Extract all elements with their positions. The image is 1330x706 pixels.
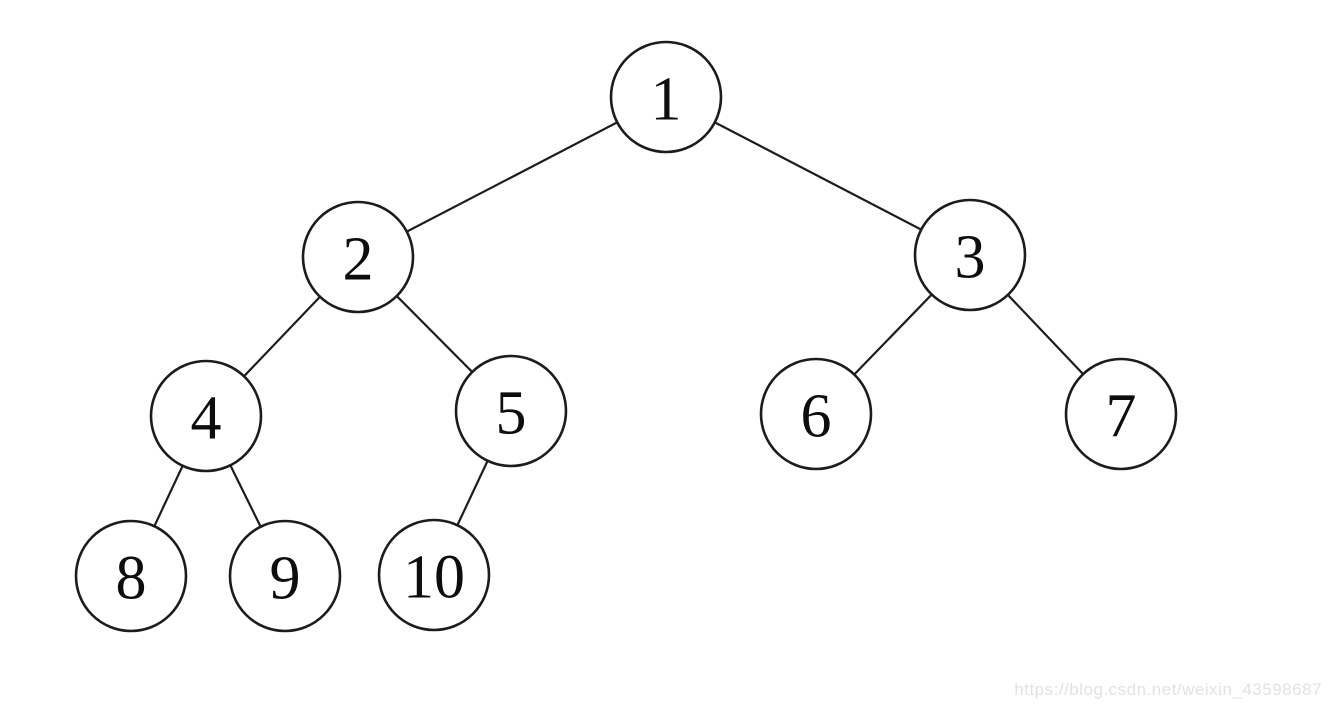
tree-node-circle-1 — [609, 40, 723, 154]
tree-node-5: 5 — [454, 354, 568, 468]
tree-edge-1-2 — [357, 96, 667, 258]
tree-node-label-6: 6 — [801, 382, 832, 450]
tree-node-circle-4 — [149, 359, 263, 473]
tree-node-4: 4 — [149, 359, 263, 473]
tree-node-circle-3 — [913, 198, 1027, 312]
tree-node-6: 6 — [759, 357, 873, 471]
tree-node-circle-2 — [301, 200, 415, 314]
tree-node-3: 3 — [913, 198, 1027, 312]
tree-node-label-1: 1 — [651, 65, 682, 133]
tree-node-2: 2 — [301, 200, 415, 314]
tree-node-circle-7 — [1064, 357, 1178, 471]
tree-node-label-8: 8 — [116, 544, 147, 612]
tree-edges-layer — [130, 96, 1122, 577]
tree-node-label-2: 2 — [343, 225, 374, 293]
tree-node-10: 10 — [377, 518, 491, 632]
tree-node-circle-6 — [759, 357, 873, 471]
tree-node-circle-5 — [454, 354, 568, 468]
tree-node-label-9: 9 — [270, 544, 301, 612]
tree-node-7: 7 — [1064, 357, 1178, 471]
tree-node-8: 8 — [74, 519, 188, 633]
tree-nodes-layer: 1 2 3 4 5 6 7 8 9 10 — [74, 40, 1178, 633]
tree-node-circle-9 — [228, 519, 342, 633]
tree-node-circle-8 — [74, 519, 188, 633]
watermark-url: https://blog.csdn.net/weixin_43598687 — [1014, 680, 1322, 699]
tree-node-1: 1 — [609, 40, 723, 154]
tree-edge-1-3 — [665, 96, 971, 256]
tree-node-label-5: 5 — [496, 379, 527, 447]
tree-node-label-7: 7 — [1106, 382, 1137, 450]
tree-node-label-4: 4 — [191, 384, 222, 452]
tree-node-label-3: 3 — [955, 223, 986, 291]
tree-node-circle-10 — [377, 518, 491, 632]
tree-node-9: 9 — [228, 519, 342, 633]
tree-node-label-10: 10 — [403, 543, 465, 611]
